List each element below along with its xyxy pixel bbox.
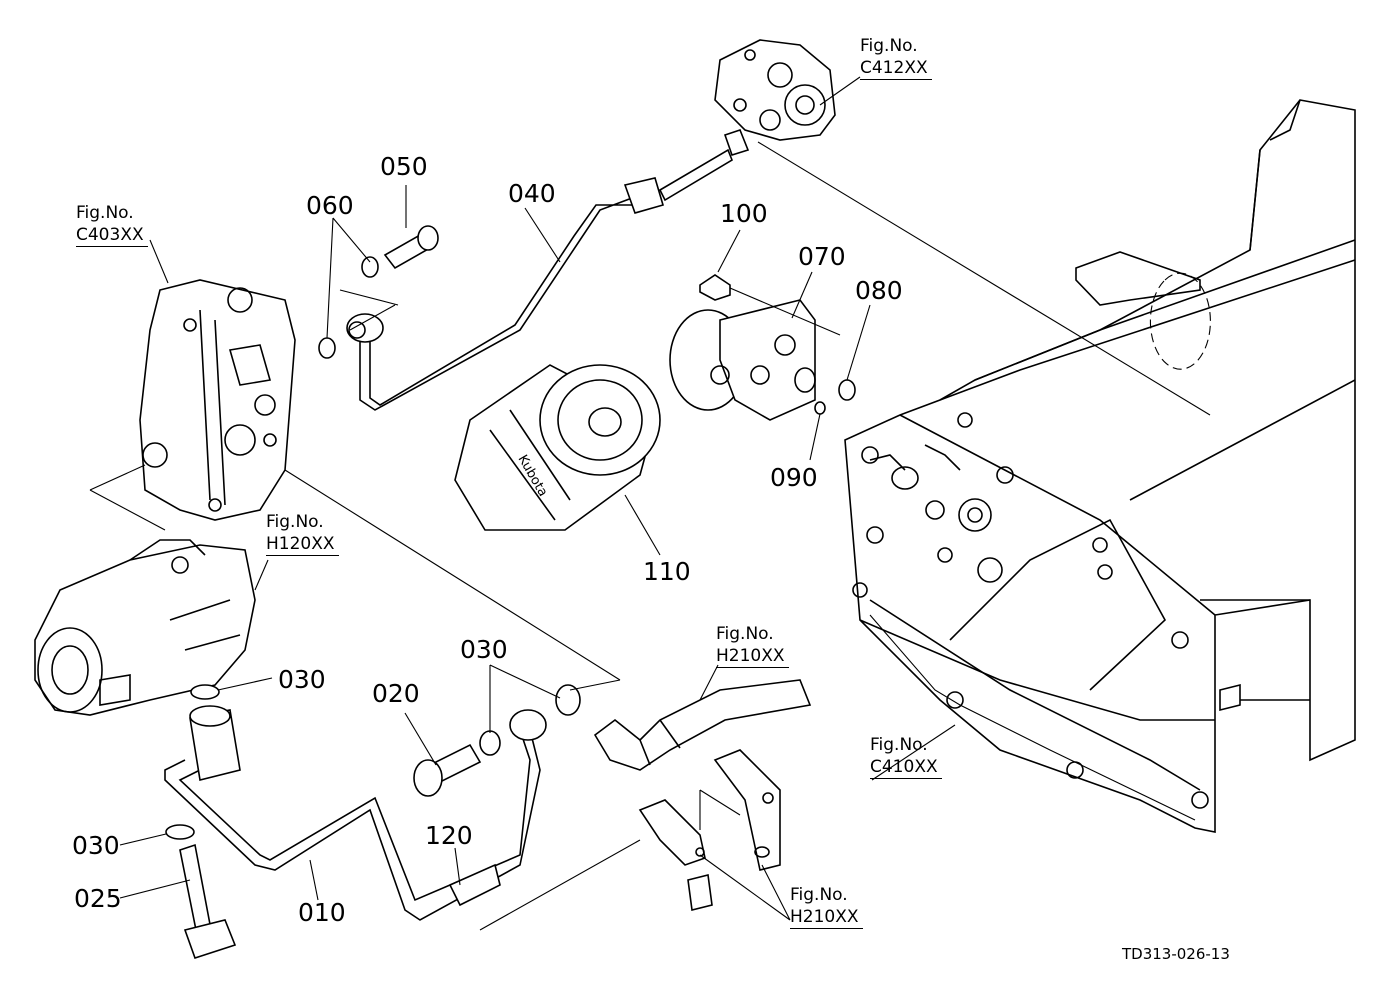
part-number-030-lower: 030 — [72, 831, 120, 860]
fig-ref-c403: Fig.No. C403XX — [76, 202, 148, 247]
fig-ref-c412: Fig.No. C412XX — [860, 35, 932, 80]
part-number-010: 010 — [298, 898, 346, 927]
part-number-050: 050 — [380, 152, 428, 181]
fig-ref-h210-lower: Fig.No. H210XX — [790, 884, 863, 929]
fig-ref-code: C403XX — [76, 224, 148, 247]
part-number-070: 070 — [798, 242, 846, 271]
part-number-120: 120 — [425, 821, 473, 850]
document-id: TD313-026-13 — [1122, 945, 1230, 963]
fig-ref-prefix: Fig.No. — [266, 512, 324, 532]
part-number-060: 060 — [306, 191, 354, 220]
fig-ref-code: H210XX — [790, 906, 863, 929]
transmission-case — [844, 99, 1356, 833]
hydraulic-pump-h120 — [34, 539, 256, 716]
oil-filter-cartridge: Kubota — [454, 364, 661, 531]
part-number-110: 110 — [643, 557, 691, 586]
leader-lines — [119, 76, 956, 921]
part-number-090: 090 — [770, 463, 818, 492]
part-number-030-upper: 030 — [278, 665, 326, 694]
valve-body-c403 — [89, 279, 621, 681]
pump-housing-c412 — [714, 39, 1211, 416]
hose-brackets-h210 — [593, 679, 812, 911]
fig-ref-prefix: Fig.No. — [790, 885, 848, 905]
fig-ref-code: C412XX — [860, 57, 932, 80]
part-number-040: 040 — [508, 179, 556, 208]
fig-ref-h120: Fig.No. H120XX — [266, 511, 339, 556]
fig-ref-prefix: Fig.No. — [76, 203, 134, 223]
part-number-100: 100 — [720, 199, 768, 228]
fig-ref-code: H120XX — [266, 533, 339, 556]
part-number-080: 080 — [855, 276, 903, 305]
part-number-025: 025 — [74, 884, 122, 913]
fig-ref-code: H210XX — [716, 645, 789, 668]
part-number-030-middle: 030 — [460, 635, 508, 664]
lower-pipe-assembly — [164, 679, 641, 960]
fig-ref-prefix: Fig.No. — [860, 36, 918, 56]
fig-ref-h210-upper: Fig.No. H210XX — [716, 623, 789, 668]
fig-ref-c410: Fig.No. C410XX — [870, 734, 942, 779]
fig-ref-prefix: Fig.No. — [716, 624, 774, 644]
upper-pipe-assembly — [318, 148, 733, 411]
fig-ref-prefix: Fig.No. — [870, 735, 928, 755]
filter-head — [669, 274, 856, 421]
part-number-020: 020 — [372, 679, 420, 708]
fig-ref-code: C410XX — [870, 756, 942, 779]
